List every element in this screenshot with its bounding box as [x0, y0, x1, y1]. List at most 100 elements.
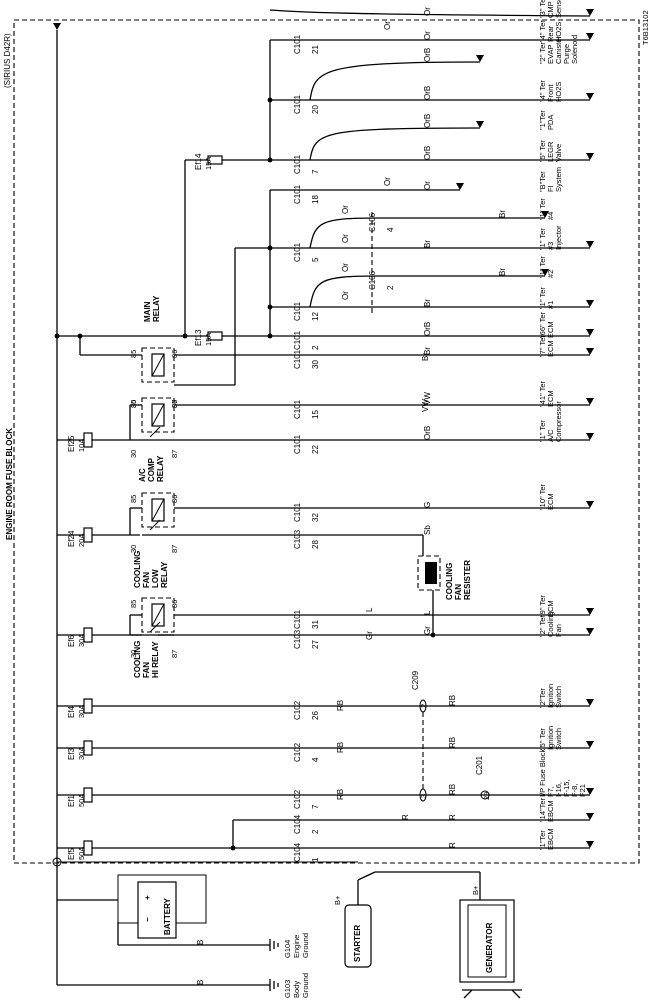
terminal-label: Sensor [554, 0, 563, 18]
fuse-rating: 10A [77, 439, 86, 452]
resister-label: COOLING [445, 563, 454, 600]
wire-color-label: Br [421, 353, 430, 361]
terminal-label: Switch [554, 728, 563, 750]
terminal-label: F7, [546, 786, 555, 797]
relay-label-low: FAN [142, 572, 151, 588]
connector-label: C101 [293, 349, 302, 369]
wire-color-label: G [423, 502, 432, 508]
relay-pin: 85 [129, 350, 138, 358]
connector-label: C101 [293, 154, 302, 174]
wire-color-label: OrB [423, 322, 432, 336]
arrow-head [586, 33, 594, 40]
connector-label: C101 [293, 34, 302, 54]
wire-color-label: RB [448, 737, 457, 748]
wire-color-label: Or [383, 177, 392, 186]
arrow-head [456, 183, 464, 190]
terminal-label: "5" Ter [538, 728, 547, 750]
connector-label: C106 [368, 270, 377, 290]
wire [309, 217, 379, 249]
ground-label: Ground [301, 973, 310, 998]
wire-color-label: VW [421, 399, 430, 412]
ground-label: G103 [283, 980, 292, 998]
terminal-label: Ignition [546, 726, 555, 750]
fuse-id: Ef14 [194, 153, 203, 170]
relay-pin: 85 [129, 400, 138, 408]
fuse-icon [83, 627, 93, 643]
arrow-head [586, 699, 594, 706]
fuse-icon [83, 527, 93, 543]
fuse-id: Ef25 [67, 435, 76, 452]
terminal-label: ECM [546, 600, 555, 617]
wire-color-label: Or [423, 181, 432, 190]
pin-label: 32 [311, 513, 320, 522]
fuse-icon [207, 331, 223, 341]
relay-pin: 30 [129, 545, 138, 553]
terminal-label: ECM [546, 493, 555, 510]
relay-pin: 86 [170, 495, 179, 503]
wire-color-label: OrB [423, 146, 432, 160]
terminal-label: Canister [554, 36, 563, 64]
battery-neg: − [143, 917, 152, 922]
relay-pin: 87 [170, 400, 179, 408]
terminal-label: "3" Ter [538, 0, 547, 18]
terminal-label: "4" Ter [538, 20, 547, 42]
terminal-label: Front [546, 84, 555, 102]
battery-body [137, 881, 177, 939]
terminal-label: "1"Ter [538, 110, 547, 130]
terminal-label: "10" Ter [538, 483, 547, 510]
arrow-head [586, 9, 594, 16]
terminal-label: "B"Ter [538, 171, 547, 192]
switch [149, 519, 161, 531]
terminal-label: "2" Ter [538, 615, 547, 637]
terminal-label: ECM [546, 321, 555, 338]
wire-color-label: L [423, 610, 432, 615]
wire-color-label: Br [423, 299, 432, 307]
terminal-label: Switch [554, 686, 563, 708]
connector-label: C101 [293, 94, 302, 114]
fuse-id: Ef24 [67, 530, 76, 547]
terminal-label: #1 [546, 301, 555, 309]
relay-label-hi: HI RELAY [151, 641, 160, 678]
connector-label: C101 [293, 434, 302, 454]
fuse-block-border [13, 19, 640, 864]
terminal-label: "7" Ter [538, 335, 547, 357]
relay-coil-mark [151, 403, 165, 427]
arrow-head [541, 211, 549, 218]
relay-pin: 87 [170, 650, 179, 658]
pin-label: 2 [386, 285, 395, 290]
pin-label: 5 [311, 257, 320, 262]
terminal-label: FI [546, 185, 555, 192]
terminal-label: System [554, 167, 563, 192]
pin-label: 4 [311, 757, 320, 762]
arrow-head [586, 501, 594, 508]
wire-color-label: Br [423, 347, 432, 355]
resister-label: FAN [454, 584, 463, 600]
wire-color-label: Br [498, 268, 507, 276]
terminal-label: "1"Ter [538, 830, 547, 850]
wire-color-label: R [401, 814, 410, 820]
ground-wire-label: B [196, 980, 205, 985]
fuse-id: Ef5 [67, 847, 76, 860]
relay-ac-comp [141, 397, 175, 433]
connector-label: C103 [293, 629, 302, 649]
relay-label-hi: FAN [142, 662, 151, 678]
arrow-head [586, 788, 594, 795]
fuse-icon [83, 432, 93, 448]
c201-pin: 29 [482, 792, 491, 800]
terminal-label: Fan [554, 624, 563, 637]
pin-label: 26 [311, 711, 320, 720]
terminal-label: I-16, [554, 782, 563, 797]
terminal-label: EBCM [546, 800, 555, 822]
wire-color-label: OrB [423, 86, 432, 100]
pin-label: 7 [311, 169, 320, 174]
arrow-head [586, 813, 594, 820]
relay-coil-mark [151, 353, 165, 377]
wire-color-label: Or [341, 234, 350, 243]
fuse-id: Ef1 [67, 794, 76, 807]
arrow-head [541, 269, 549, 276]
splice-pin: 2 [419, 704, 428, 708]
relay-cooling-fan-low [141, 492, 175, 528]
relay-pin: 85 [129, 600, 138, 608]
connector-label: C101 [293, 301, 302, 321]
